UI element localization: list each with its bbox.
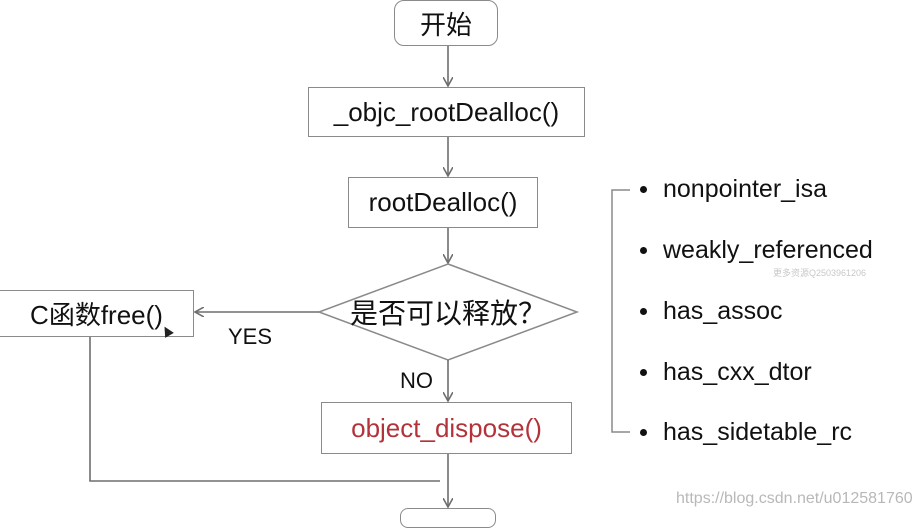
root-dealloc-node: rootDealloc()	[348, 177, 538, 228]
bullet-icon	[640, 186, 647, 193]
decision-label: 是否可以释放？	[349, 298, 546, 329]
bullet-icon	[640, 308, 647, 315]
yes-label: YES	[228, 324, 273, 349]
objc-root-dealloc-node: _objc_rootDealloc()	[308, 87, 585, 137]
flags-bracket	[611, 189, 630, 433]
flag-item: has_cxx_dtor	[640, 358, 812, 387]
watermark-url: https://blog.csdn.net/u012581760	[676, 490, 913, 507]
c-free-node: C函数free()	[0, 290, 194, 337]
flag-item: has_sidetable_rc	[640, 418, 852, 447]
watermark-small: 更多资源Q2503961206	[773, 268, 867, 278]
flag-item: nonpointer_isa	[640, 175, 827, 204]
object-dispose-node: object_dispose()	[321, 402, 572, 454]
start-node: 开始	[394, 0, 498, 46]
flag-item: weakly_referenced	[640, 236, 873, 265]
flag-label: has_cxx_dtor	[663, 358, 812, 386]
end-node	[400, 508, 496, 528]
bullet-icon	[640, 429, 647, 436]
flag-item: has_assoc	[640, 297, 783, 326]
flag-label: nonpointer_isa	[663, 175, 828, 203]
flag-label: has_sidetable_rc	[663, 418, 853, 446]
bullet-icon	[640, 369, 647, 376]
flag-label: has_assoc	[663, 297, 783, 325]
bullet-icon	[640, 247, 647, 254]
flag-label: weakly_referenced	[663, 236, 873, 264]
no-label: NO	[400, 368, 433, 393]
connector-free-merge	[89, 337, 440, 482]
